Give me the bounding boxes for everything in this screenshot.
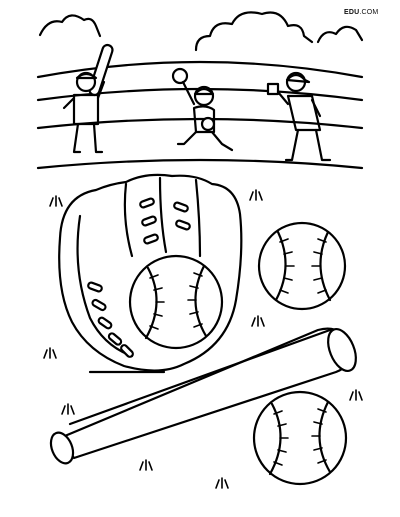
pitcher-figure [266, 71, 332, 162]
batter-leg-left [72, 122, 82, 154]
bat-end-cap [327, 328, 357, 372]
cloud-middle [194, 11, 314, 52]
glove-lace [139, 197, 155, 209]
grass-tuft [49, 195, 63, 207]
field-line [36, 158, 364, 170]
grass-tuft [349, 389, 363, 401]
ball-outline [257, 221, 347, 311]
glove-lace [173, 201, 189, 213]
ball-stitches-left [149, 274, 165, 330]
catcher-leg-right [210, 130, 234, 152]
pitcher-arm-right [310, 98, 322, 118]
brand-logo: EDU.COM [344, 9, 378, 16]
glove-lace [143, 233, 159, 245]
ball-seam-right [318, 400, 332, 474]
pitcher-torso [286, 94, 322, 132]
batter-arm [96, 80, 106, 100]
catcher-torso [192, 105, 216, 134]
baseball-bat [49, 327, 357, 465]
grass-tuft [139, 459, 153, 471]
grass-tuft [43, 347, 57, 359]
batter-figure [62, 43, 114, 154]
batter-torso [72, 93, 100, 126]
ball-stitches-right [311, 408, 327, 464]
pitcher-cap [285, 73, 311, 84]
batter-cap [75, 72, 98, 80]
grass-tuft [61, 403, 75, 415]
cloud-left [38, 14, 102, 38]
ball-stitches-left [279, 238, 295, 294]
ball-stitches-right [311, 238, 327, 294]
glove-lace [97, 316, 113, 330]
glove-finger-seam-1 [123, 182, 134, 258]
batter-leg-right [92, 122, 104, 154]
pitcher-leg-right [314, 128, 332, 162]
bat-stripe [68, 328, 332, 426]
catcher-glove-raised [171, 67, 189, 85]
ball-stitches-left [273, 410, 289, 466]
grass-tufts [43, 189, 363, 489]
glove-lace [120, 344, 134, 358]
glove-lace [87, 281, 103, 293]
bat-knob [49, 431, 75, 465]
glove-inner-seam [76, 214, 134, 358]
grass-tuft [249, 189, 263, 201]
stand-line-1 [36, 60, 364, 79]
glove-lace [141, 215, 157, 227]
cloud-right [316, 25, 364, 44]
glove-finger-seam-2 [158, 176, 168, 254]
pitcher-leg-left [284, 128, 300, 162]
brand-logo-main: EDU [344, 9, 360, 16]
ball-outline [252, 390, 348, 486]
baseball-in-glove [128, 254, 224, 350]
catcher-mitt [200, 116, 216, 132]
baseball-bottom [252, 390, 348, 486]
baseball-right [257, 221, 347, 311]
pitcher-glove [266, 82, 280, 96]
catcher-arm [181, 80, 196, 106]
ball-seam-right [194, 264, 208, 338]
grass-tuft [215, 477, 229, 489]
brand-logo-suffix: .COM [359, 9, 379, 16]
batter-arm-left [62, 96, 76, 110]
catcher-cap [193, 87, 215, 96]
catcher-figure [171, 67, 234, 152]
ball-outline [128, 254, 224, 350]
clouds [38, 11, 364, 52]
glove-lace [175, 219, 191, 231]
glove-lace [91, 298, 107, 312]
grass-tuft [251, 315, 265, 327]
ball-stitches-right [187, 272, 203, 328]
glove-lace [107, 332, 123, 346]
pitcher-arm-left [276, 90, 290, 106]
catcher-leg-left [176, 130, 198, 146]
glove-finger-seam-3 [194, 178, 202, 258]
